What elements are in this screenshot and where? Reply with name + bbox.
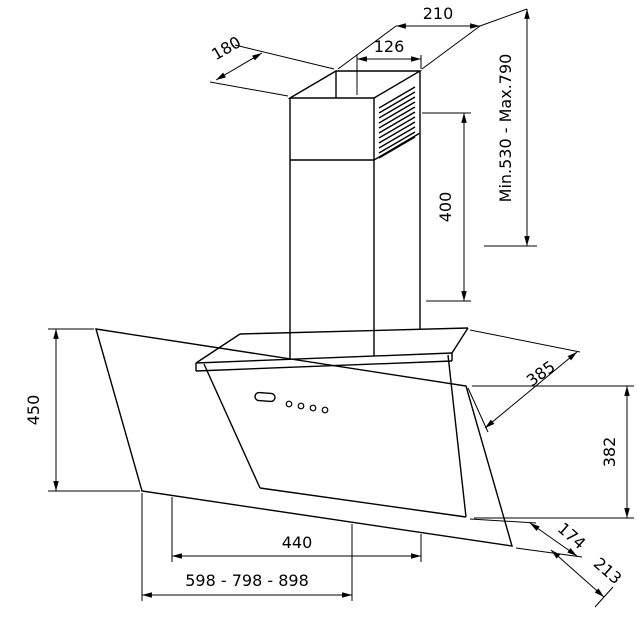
grille-slat	[378, 106, 416, 129]
grille-slat	[378, 136, 416, 159]
dim-duct-outlet-width: 126	[356, 37, 422, 95]
dim-chimney-top-width: 210	[337, 4, 528, 70]
extension-line	[469, 329, 581, 353]
extension-line	[421, 25, 481, 70]
dimension-label-400: 400	[436, 192, 455, 223]
grille-slat	[378, 111, 416, 134]
canopy-back-edge	[239, 327, 469, 335]
grille-slat	[378, 116, 416, 139]
dimension-label-126: 126	[374, 37, 405, 56]
extension-line	[337, 25, 397, 70]
control-button	[297, 402, 305, 410]
extension-line	[467, 387, 489, 433]
chimney-seam-side	[373, 132, 421, 161]
grille-slat	[378, 96, 416, 119]
display-window	[254, 391, 276, 403]
dim-bottom-inner-width: 440	[171, 497, 422, 562]
dim-chimney-top-depth: 180	[208, 32, 335, 97]
dim-overall-width-options: 598 - 798 - 898	[141, 493, 353, 601]
dim-canopy-top-depth: 385	[467, 329, 581, 433]
body-right-slant	[447, 354, 467, 518]
grille-slat	[378, 86, 416, 109]
body-left-slant	[203, 363, 261, 489]
dimension-label-385: 385	[523, 357, 559, 390]
body-bottom-edge	[259, 487, 467, 518]
dimension-label-174: 174	[554, 519, 590, 553]
extension-line	[209, 81, 289, 97]
dimension-label-598-798-898: 598 - 798 - 898	[185, 571, 309, 590]
grille-slat	[378, 121, 416, 144]
control-panel	[254, 391, 329, 414]
dim-bottom-depth-inner: 174	[469, 518, 590, 558]
dimension-line	[484, 351, 578, 429]
chimney-duct	[287, 70, 423, 359]
dimension-label-440: 440	[282, 533, 313, 552]
hood-object-linework	[95, 70, 513, 547]
control-button	[321, 406, 329, 414]
dim-right-side-height: 382	[472, 385, 634, 519]
dim-chimney-lower-height: 400	[422, 112, 471, 302]
canopy-front-bottom-edge	[195, 360, 453, 372]
extension-line	[469, 518, 537, 524]
canopy-top-right-edge	[451, 327, 469, 354]
dimension-label-210: 210	[423, 4, 454, 23]
vent-grille	[378, 86, 416, 159]
canopy-housing	[195, 327, 469, 372]
hood-body-underside	[203, 354, 467, 518]
dimension-label-450: 450	[24, 395, 43, 426]
grille-slat	[378, 131, 416, 154]
canopy-front-top-edge	[195, 352, 453, 364]
chimney-top-face	[287, 70, 423, 99]
dimension-label-min-max: Min.530 - Max.790	[496, 54, 515, 203]
extension-line	[234, 44, 335, 70]
grille-slat	[378, 126, 416, 149]
grille-slat	[378, 101, 416, 124]
dimension-label-180: 180	[208, 32, 244, 64]
dim-chimney-height-range: Min.530 - Max.790	[484, 9, 537, 247]
dimension-line	[215, 52, 263, 81]
control-button	[285, 400, 293, 408]
dim-bottom-depth-overall: 213	[550, 549, 626, 608]
control-button	[309, 404, 317, 412]
extension-line	[594, 586, 614, 608]
dim-glass-front-height: 450	[24, 328, 140, 492]
glass-panel	[95, 328, 513, 547]
extension-line	[479, 8, 528, 27]
dimension-label-213: 213	[590, 554, 626, 588]
dimension-label-382: 382	[600, 437, 619, 468]
glass-outline	[95, 328, 513, 547]
dimension-line	[550, 549, 605, 598]
grille-slat	[378, 91, 416, 114]
dimension-annotations: 210 126 180 Min.530 - Max.790 400	[24, 4, 634, 608]
